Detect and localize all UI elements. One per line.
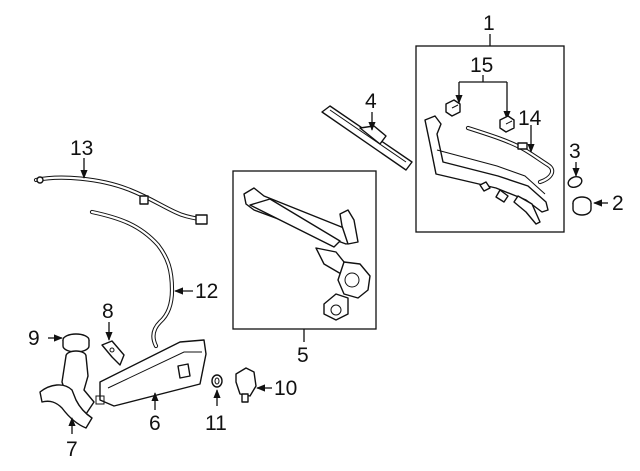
group-box-1 [415,34,565,233]
callout-14: 14 [518,107,542,130]
callout-4: 4 [365,90,377,113]
part-11-grommet [211,374,223,406]
callout-8: 8 [102,300,114,323]
part-6-reservoir [95,339,207,410]
callout-5: 5 [297,344,309,367]
callout-15: 15 [470,54,493,77]
part-14-washer-hose [465,125,555,185]
callout-9: 9 [28,327,40,350]
part-9-filler-cap [48,333,90,353]
callout-3: 3 [569,140,581,163]
part-13-harness [33,158,208,225]
group-box-5 [232,170,377,342]
part-3-cap [567,162,583,188]
part-10-washer-pump [235,367,272,403]
part-8-bracket [101,322,125,366]
callout-6: 6 [149,412,161,435]
callout-12: 12 [195,280,218,303]
part-2-cap [572,196,608,216]
callout-15-leader [455,75,511,120]
part-1-wiper-arm [424,115,549,225]
callout-1: 1 [483,12,495,35]
callout-10: 10 [274,377,297,400]
callout-11: 11 [205,412,227,435]
part-12-washer-tube [89,209,193,349]
callout-13: 13 [70,137,93,160]
callout-2: 2 [612,192,624,215]
part-15-clips [445,99,515,133]
part-4-wiper-blade [321,105,413,171]
part-7-filler-neck [39,350,95,434]
callout-7: 7 [66,438,78,461]
part-5-linkage-motor [243,187,371,321]
